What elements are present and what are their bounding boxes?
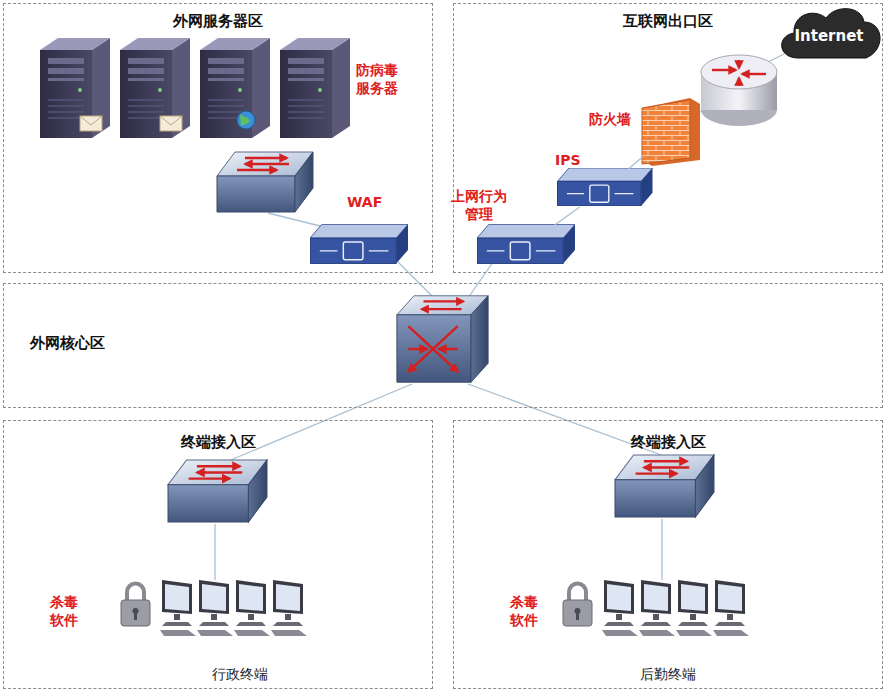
device-label: WAF <box>347 194 382 212</box>
terminal-icon <box>160 580 196 636</box>
behavior-mgmt-icon <box>477 224 575 263</box>
device-label: Internet <box>779 27 879 46</box>
zone-box: 互联网出口区上网行为管理IPS防火墙Internet <box>453 3 883 273</box>
firewall-icon <box>642 98 700 166</box>
ips-icon <box>558 168 653 206</box>
cloud-node: Internet <box>779 9 879 59</box>
zone-heading: 外网服务器区 <box>4 12 432 31</box>
terminal-icon <box>271 580 307 636</box>
zone-heading: 终端接入区 <box>4 433 432 452</box>
terminal-icon <box>602 580 638 636</box>
connector <box>555 207 580 225</box>
callout-label: 防病毒服务器 <box>356 62 401 97</box>
zone-heading: 外网核心区 <box>30 334 105 353</box>
server-icon <box>120 38 190 138</box>
group-label: 后勤终端 <box>618 666 718 684</box>
globe-icon <box>237 111 255 129</box>
terminal-icon <box>713 580 749 636</box>
device-node: IPS <box>557 169 655 207</box>
device-label: IPS <box>555 152 581 170</box>
terminal-icon <box>676 580 712 636</box>
device-node: 上网行为管理 <box>478 225 576 265</box>
device-node: WAF <box>311 225 409 265</box>
waf-icon <box>310 224 408 263</box>
router-icon <box>701 55 777 126</box>
terminal-icon <box>197 580 233 636</box>
server-icon <box>200 38 270 138</box>
switch-icon <box>615 455 714 517</box>
server-icon <box>280 38 350 138</box>
device-node: 防火墙 <box>643 99 701 165</box>
connector <box>628 157 643 169</box>
zone-heading: 终端接入区 <box>454 433 882 452</box>
zone-box: 外网核心区 <box>3 283 883 408</box>
switch-icon <box>168 460 267 522</box>
terminal-icon <box>234 580 270 636</box>
zone-box: 外网服务器区 WAF <box>3 3 433 273</box>
group-label: 行政终端 <box>190 666 290 684</box>
callout-label: 杀毒软件 <box>510 594 541 629</box>
mail-icon <box>80 116 182 131</box>
lock-icon <box>563 584 592 627</box>
device-label: 防火墙 <box>589 111 631 129</box>
callout-label: 杀毒软件 <box>50 594 81 629</box>
lock-icon <box>121 584 150 627</box>
switch-icon <box>217 152 313 212</box>
zone-box: 终端接入区 <box>3 420 433 689</box>
terminal-icon <box>639 580 675 636</box>
core-switch-icon <box>397 296 488 382</box>
server-icon <box>40 38 110 138</box>
zone-box: 终端接入区 <box>453 420 883 689</box>
device-label: 上网行为管理 <box>448 188 510 223</box>
